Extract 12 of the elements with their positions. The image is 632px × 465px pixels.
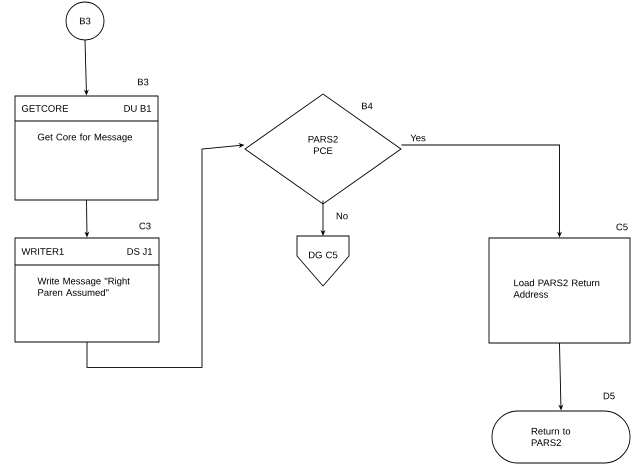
terminal-box: Return to PARS2 — [492, 410, 630, 464]
edge-label: No — [334, 212, 350, 220]
process-box: GETCORE DU B1 Get Core for Message — [14, 96, 158, 200]
process-box: Load PARS2 Return Address — [488, 238, 630, 344]
grid-reference: C5 — [616, 224, 628, 230]
grid-reference: D5 — [604, 392, 615, 400]
edge-label: Yes — [409, 134, 427, 142]
grid-reference: C3 — [139, 222, 151, 230]
grid-reference: B3 — [138, 78, 148, 86]
off-page-connector: DG C5 — [296, 236, 350, 287]
grid-reference: B4 — [362, 102, 373, 110]
process-box: WRITER1 DS J1 Write Message "Right Paren Assumed" — [14, 238, 160, 342]
